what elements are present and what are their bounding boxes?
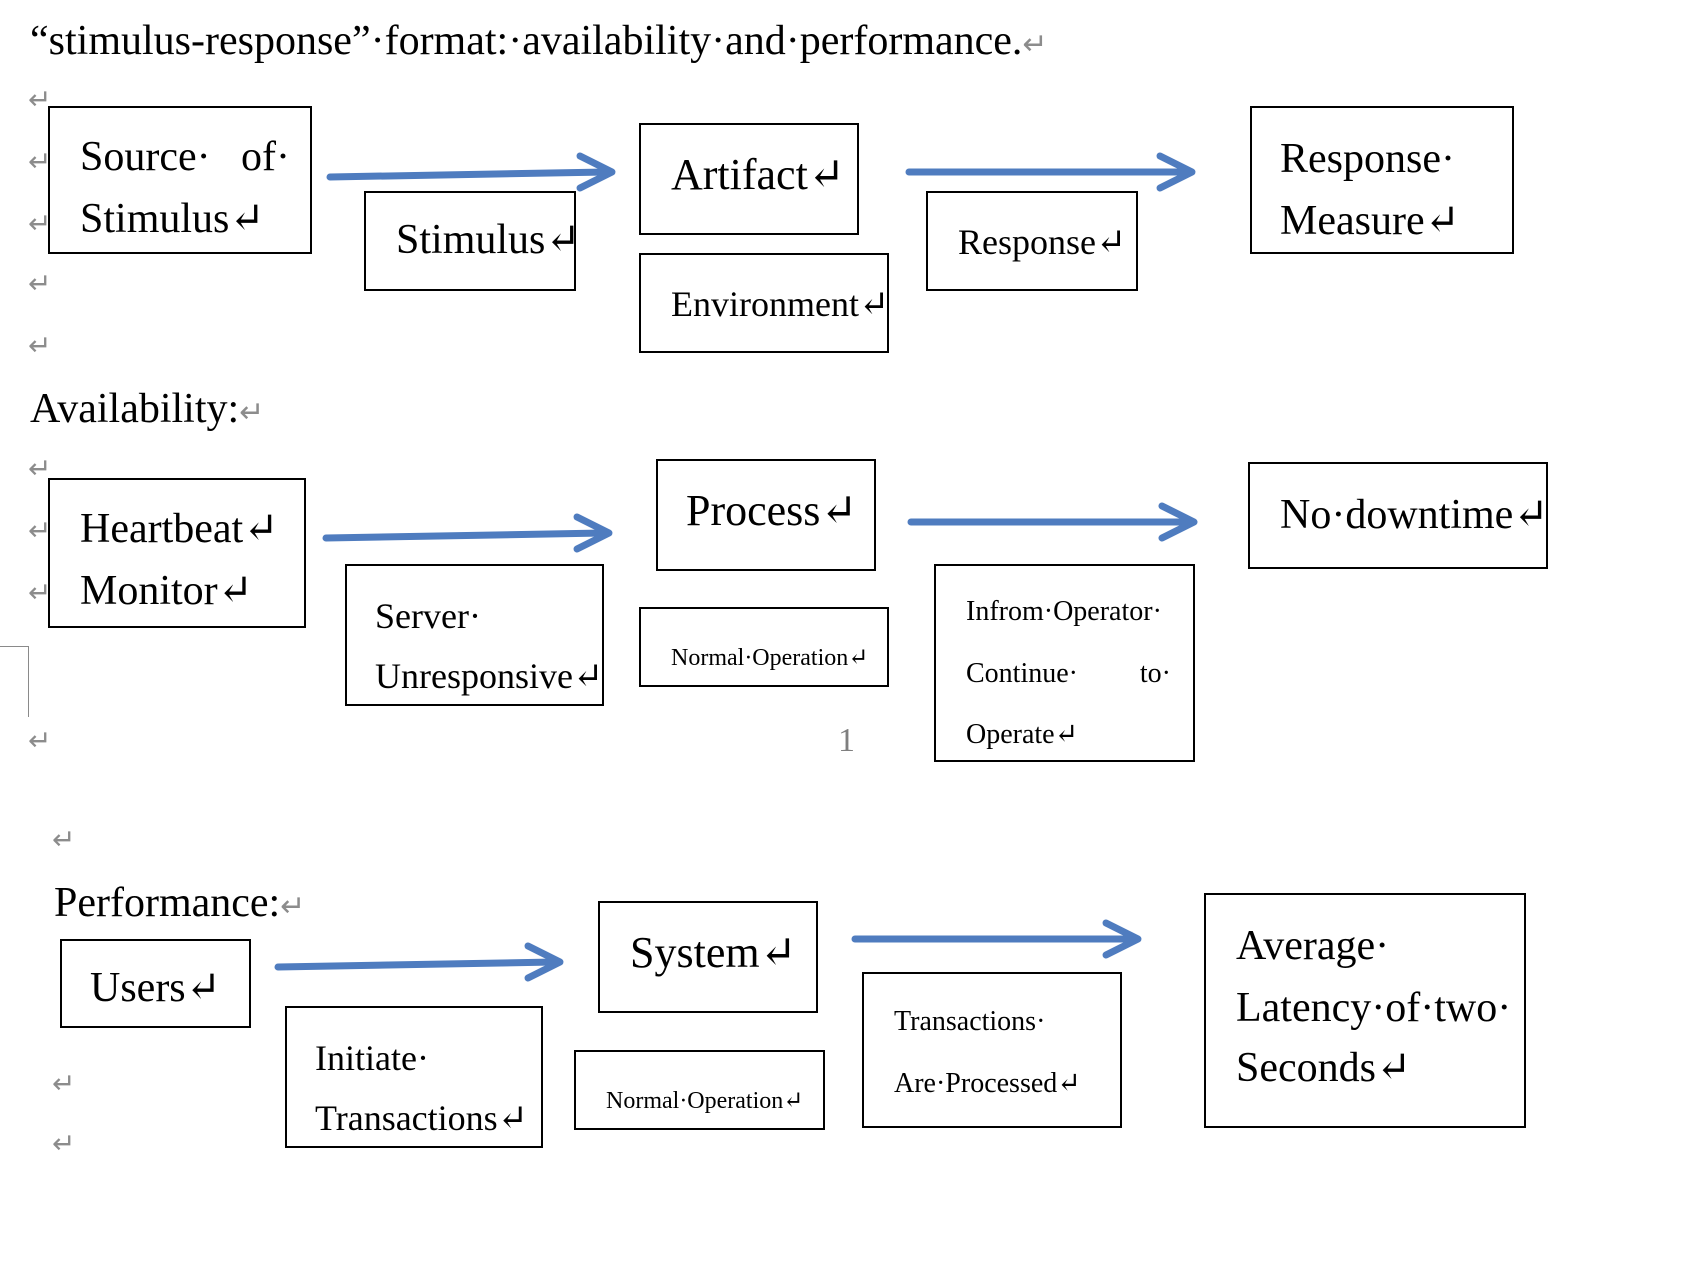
paragraph-mark: ↵ xyxy=(52,823,76,856)
arrow-heartbeat-to-process xyxy=(322,513,613,553)
box-text-line: Artifact↵ xyxy=(671,150,845,199)
box-text-line: Operate↵ xyxy=(966,719,1079,750)
response-box[interactable]: Response↵ xyxy=(926,191,1138,291)
paragraph-mark: ↵ xyxy=(52,1067,76,1100)
response-measure-box[interactable]: Response· Measure↵ xyxy=(1250,106,1514,254)
box-text-line: Response↵ xyxy=(958,222,1127,262)
box-text-line: Unresponsive↵ xyxy=(375,656,604,696)
paragraph-mark: ↵ xyxy=(28,83,52,116)
intro-paragraph: “stimulus-response”·format:·availability… xyxy=(30,20,1048,62)
heartbeat-monitor-box[interactable]: Heartbeat↵ Monitor↵ xyxy=(48,478,306,628)
paragraph-mark: ↵ xyxy=(1022,27,1048,62)
arrow-system-to-latency xyxy=(851,919,1142,959)
initiate-transactions-box[interactable]: Initiate· Transactions↵ xyxy=(285,1006,543,1148)
paragraph-mark: ↵ xyxy=(28,207,52,240)
box-text-line: System↵ xyxy=(630,928,797,977)
average-latency-box[interactable]: Average· Latency·of·two· Seconds↵ xyxy=(1204,893,1526,1128)
box-text-line: Stimulus↵ xyxy=(396,217,581,263)
inform-operator-box[interactable]: Infrom·Operator· Continue·to· Operate↵ xyxy=(934,564,1195,762)
paragraph-mark: ↵ xyxy=(28,724,52,757)
environment-box[interactable]: Environment↵ xyxy=(639,253,889,353)
performance-heading: Performance:↵ xyxy=(54,880,306,926)
users-box[interactable]: Users↵ xyxy=(60,939,251,1028)
box-text-line: No·downtime↵ xyxy=(1280,492,1549,538)
paragraph-mark: ↵ xyxy=(52,1127,76,1160)
artifact-box[interactable]: Artifact↵ xyxy=(639,123,859,235)
transactions-processed-box[interactable]: Transactions· Are·Processed↵ xyxy=(862,972,1122,1128)
box-text-line: Source·of· xyxy=(80,134,290,180)
stimulus-box[interactable]: Stimulus↵ xyxy=(364,191,581,291)
box-text-line: Average· xyxy=(1236,923,1390,969)
box-text-line: Stimulus↵ xyxy=(80,196,265,242)
arrow-process-to-no-downtime xyxy=(907,502,1198,542)
server-unresponsive-box[interactable]: Server· Unresponsive↵ xyxy=(345,564,604,706)
paragraph-mark: ↵ xyxy=(28,452,52,485)
arrow-artifact-to-measure xyxy=(905,152,1196,192)
box-text-line: Normal·Operation↵ xyxy=(671,645,869,671)
page-number: 1 xyxy=(838,722,855,759)
paragraph-mark: ↵ xyxy=(28,145,52,178)
normal-operation-box[interactable]: Normal·Operation↵ xyxy=(639,607,889,687)
box-text-line: Normal·Operation↵ xyxy=(606,1088,804,1114)
normal-operation-box[interactable]: Normal·Operation↵ xyxy=(574,1050,825,1130)
box-text-line: Environment↵ xyxy=(671,284,890,324)
paragraph-mark: ↵ xyxy=(28,576,52,609)
source-of-stimulus-box[interactable]: Source·of· Stimulus↵ xyxy=(48,106,312,254)
margin-bracket xyxy=(0,646,29,717)
system-box[interactable]: System↵ xyxy=(598,901,818,1013)
box-text-line: Transactions· xyxy=(894,1006,1046,1037)
box-text-line: Are·Processed↵ xyxy=(894,1068,1081,1099)
paragraph-mark: ↵ xyxy=(28,514,52,547)
box-text-line: Initiate· xyxy=(315,1038,429,1078)
intro-text: “stimulus-response”·format:·availability… xyxy=(30,18,1023,64)
box-text-line: Continue·to· xyxy=(966,658,1171,689)
box-text-line: Server· xyxy=(375,596,481,636)
box-text-line: Seconds↵ xyxy=(1236,1045,1412,1091)
arrow-stimulus-to-artifact xyxy=(326,152,616,192)
box-text-line: Transactions↵ xyxy=(315,1098,528,1138)
process-box[interactable]: Process↵ xyxy=(656,459,876,571)
box-text-line: Infrom·Operator· xyxy=(966,596,1162,627)
no-downtime-box[interactable]: No·downtime↵ xyxy=(1248,462,1549,569)
box-text-line: Heartbeat↵ xyxy=(80,506,279,552)
box-text-line: Response· xyxy=(1280,136,1455,182)
paragraph-mark: ↵ xyxy=(28,329,52,362)
box-text-line: Process↵ xyxy=(686,486,858,535)
box-text-line: Measure↵ xyxy=(1280,198,1460,244)
box-text-line: Users↵ xyxy=(90,965,221,1011)
availability-heading: Availability:↵ xyxy=(30,386,265,432)
box-text-line: Monitor↵ xyxy=(80,568,253,614)
box-text-line: Latency·of·two· xyxy=(1236,985,1512,1031)
paragraph-mark: ↵ xyxy=(28,267,52,300)
arrow-users-to-system xyxy=(274,942,564,982)
